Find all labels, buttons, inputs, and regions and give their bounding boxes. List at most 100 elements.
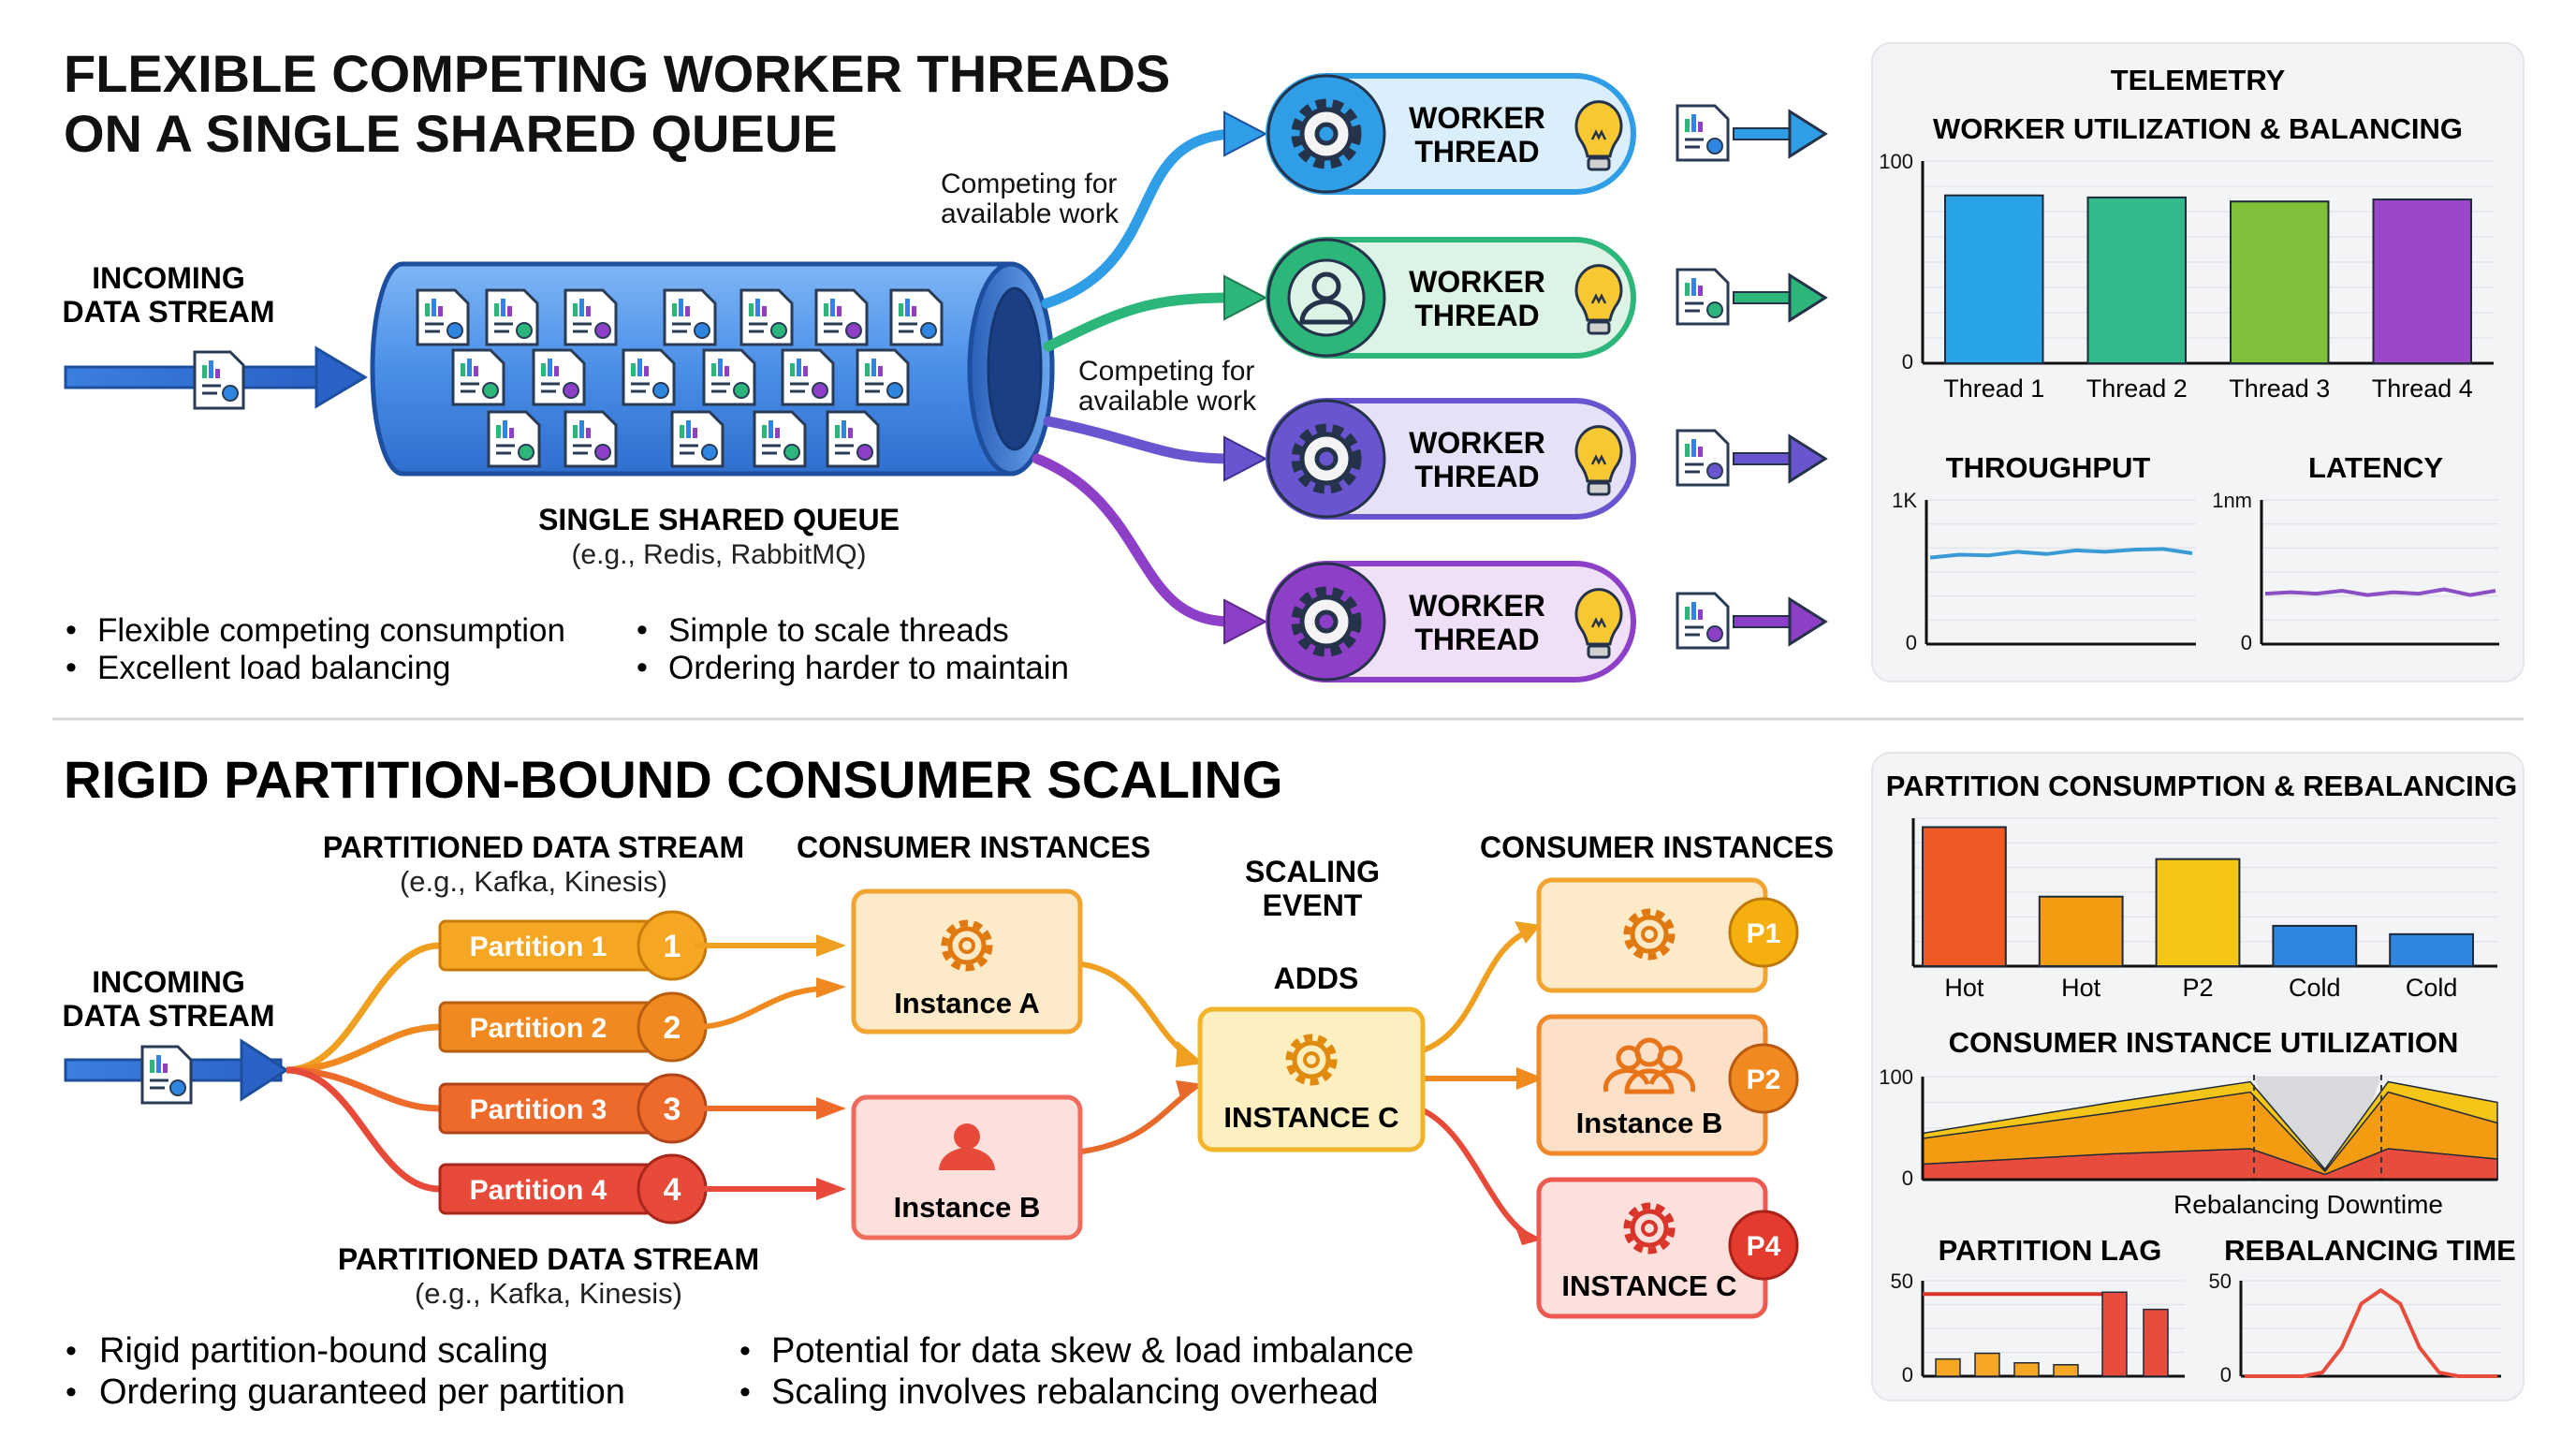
lag-bar-2 — [1974, 1352, 2000, 1377]
lightbulb-icon — [1574, 588, 1623, 659]
p2-badge — [1728, 1043, 1799, 1114]
document-icon — [670, 410, 724, 468]
partition-to-instance-arrows — [694, 930, 1528, 1237]
arrowhead — [816, 934, 846, 957]
document-icon — [702, 348, 756, 406]
p1-badge — [1728, 897, 1799, 968]
arrowhead — [1223, 598, 1268, 645]
x-tick-label: Thread 2 — [2086, 374, 2188, 403]
partition-number: 4 — [664, 1172, 681, 1208]
document-icon — [193, 350, 245, 410]
y-tick-label: 0 — [1902, 1363, 1913, 1387]
document-icon — [856, 348, 910, 406]
top-title-line1: FLEXIBLE COMPETING WORKER THREADS — [64, 44, 1170, 103]
consumer-p4-box: INSTANCE C P4 — [1536, 1177, 1799, 1319]
gear-icon — [1623, 1202, 1676, 1255]
gear-icon — [1291, 586, 1362, 657]
person-icon — [939, 1123, 995, 1170]
bottom-bullet-1: Rigid partition-bound scaling — [99, 1331, 549, 1371]
bottom-bullet-2: Ordering guaranteed per partition — [99, 1372, 625, 1412]
document-icon — [532, 348, 586, 406]
queue-to-worker-arrows — [1032, 128, 1237, 627]
rebalancing-time-chart: 500 — [2209, 1269, 2501, 1387]
worker-label-2: THREAD — [1414, 299, 1539, 332]
arrowhead — [1788, 596, 1828, 647]
arrowhead — [1223, 435, 1268, 482]
lag-bar-5 — [2101, 1291, 2128, 1377]
stream-to-partition-lines — [285, 942, 441, 1193]
lightbulb-icon — [1574, 425, 1623, 496]
p2-badge-label: P2 — [1747, 1064, 1781, 1095]
document-icon — [1676, 268, 1730, 326]
lag-bar-6 — [2143, 1308, 2169, 1377]
document-icon — [622, 348, 676, 406]
document-icon — [487, 410, 541, 468]
lag-title: PARTITION LAG — [1939, 1234, 2162, 1267]
x-tick-label: Cold — [2406, 974, 2458, 1002]
partitioned-label-top: PARTITIONED DATA STREAM — [323, 830, 744, 864]
partition-number: 2 — [664, 1010, 681, 1046]
x-tick-label: Thread 3 — [2229, 374, 2330, 403]
top-incoming-arrow — [64, 345, 368, 409]
partition-label: Partition 3 — [470, 1094, 607, 1125]
document-icon — [753, 410, 807, 468]
document-icon — [451, 348, 505, 406]
top-incoming-label-2: DATA STREAM — [63, 295, 275, 329]
bottom-title: RIGID PARTITION-BOUND CONSUMER SCALING — [64, 750, 1283, 809]
x-tick-label: Hot — [1944, 974, 1984, 1002]
p4-badge — [1728, 1210, 1799, 1281]
document-icon — [826, 410, 880, 468]
arrowhead — [1788, 272, 1828, 323]
scaling-event-label-1: SCALING — [1245, 855, 1380, 888]
arrowhead — [1176, 1080, 1204, 1101]
bar-thread-4 — [2372, 198, 2472, 364]
partition-label: Partition 4 — [470, 1175, 607, 1206]
bullet-marker: • — [739, 1374, 751, 1410]
y-tick-label: 50 — [1891, 1269, 1913, 1293]
arrowhead — [1223, 110, 1268, 157]
bottom-incoming-label-2: DATA STREAM — [63, 999, 275, 1033]
top-bullet-4: Ordering harder to maintain — [668, 650, 1069, 686]
document-icon — [814, 288, 869, 346]
output-arrow — [1733, 291, 1794, 304]
adds-label: ADDS — [1274, 961, 1359, 995]
document-icon — [140, 1045, 193, 1105]
document-icon — [1676, 104, 1730, 162]
x-tick-label: Thread 4 — [2372, 374, 2473, 403]
y-tick-label: 0 — [1902, 350, 1913, 374]
bar-partition-3 — [2155, 858, 2241, 967]
series-line — [2264, 587, 2496, 597]
document-icon — [781, 348, 835, 406]
throughput-chart: 1K0 — [1892, 489, 2196, 654]
arrowhead — [816, 1178, 846, 1200]
bullet-marker: • — [66, 650, 77, 685]
worker-label-1: WORKER — [1409, 265, 1545, 299]
y-tick-label: 1K — [1892, 489, 1917, 512]
worker-label-2: THREAD — [1414, 135, 1539, 169]
bullet-marker: • — [739, 1333, 751, 1369]
arrowhead — [1515, 1225, 1543, 1245]
instance-a-label: Instance A — [894, 987, 1040, 1020]
queue-messages — [416, 288, 944, 468]
queue-sublabel: (e.g., Redis, RabbitMQ) — [571, 539, 866, 570]
top-bullet-1: Flexible competing consumption — [97, 612, 565, 649]
telemetry-subtitle: WORKER UTILIZATION & BALANCING — [1933, 112, 2463, 145]
p1-badge-label: P1 — [1747, 918, 1781, 949]
arrowhead — [1516, 1067, 1544, 1090]
top-bullet-3: Simple to scale threads — [668, 612, 1009, 649]
bullet-marker: • — [66, 1374, 77, 1410]
instance-c-center-label: INSTANCE C — [1223, 1101, 1398, 1134]
worker-label-2: THREAD — [1414, 623, 1539, 656]
worker-label-1: WORKER — [1409, 426, 1545, 460]
throughput-title: THROUGHPUT — [1946, 451, 2151, 484]
partitioned-sublabel-top: (e.g., Kafka, Kinesis) — [400, 865, 667, 898]
partition-number: 3 — [664, 1092, 681, 1127]
group-icon — [1603, 1037, 1696, 1094]
arrowhead — [1788, 109, 1828, 159]
bar-thread-1 — [1944, 194, 2044, 364]
arrowhead — [1788, 433, 1828, 484]
